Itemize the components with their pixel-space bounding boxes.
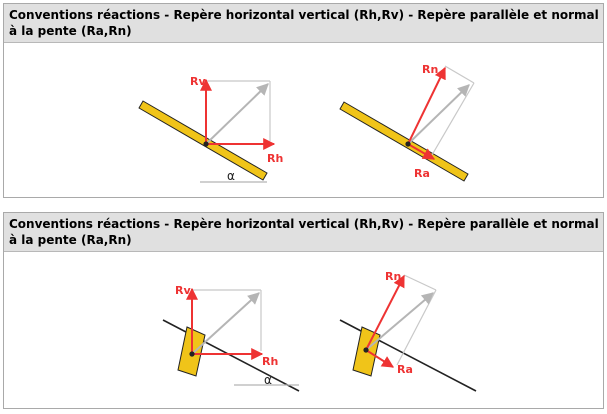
ra-arrow <box>365 349 395 368</box>
ra-label: Ra <box>414 167 430 180</box>
panel-title: Conventions réactions - Repère horizonta… <box>9 217 599 247</box>
diagram-hv-frame: α Rv Rh <box>138 75 283 183</box>
resultant-guide-normal <box>403 274 437 291</box>
resultant-arrow <box>365 292 434 351</box>
inclined-beam <box>138 100 268 181</box>
resultant-guide-parallel <box>396 289 437 366</box>
rn-label: Rn <box>422 63 438 76</box>
panel-beam-conventions: Conventions réactions - Repère horizonta… <box>3 3 604 198</box>
alpha-label: α <box>227 169 235 183</box>
application-point <box>189 351 195 357</box>
panel-body: α Rv Rh Rn Ra <box>4 43 603 197</box>
resultant-guide-normal <box>444 65 475 84</box>
beam-diagram: α Rv Rh Rn Ra <box>138 63 475 183</box>
panel-body: α Rv Rh Rn Ra <box>4 252 603 408</box>
rh-label: Rh <box>262 355 278 368</box>
rh-label: Rh <box>267 152 283 165</box>
resultant-arrow <box>407 84 470 145</box>
application-point <box>405 141 411 147</box>
panel-header: Conventions réactions - Repère horizonta… <box>4 213 603 252</box>
resultant-arrow <box>191 292 260 355</box>
resultant-guide-parallel <box>431 82 475 156</box>
rv-label: Rv <box>175 284 191 297</box>
column-diagram: α Rv Rh Rn Ra <box>162 270 477 392</box>
rn-arrow <box>365 274 405 351</box>
ra-label: Ra <box>397 363 413 376</box>
diagram-slope-frame: Rn Ra <box>339 270 477 392</box>
rn-arrow <box>407 66 446 145</box>
application-point <box>203 141 209 147</box>
application-point <box>363 347 369 353</box>
panel-title: Conventions réactions - Repère horizonta… <box>9 8 599 38</box>
panel-column-conventions: Conventions réactions - Repère horizonta… <box>3 212 604 409</box>
inclined-beam <box>339 101 469 182</box>
ra-arrow <box>407 143 436 160</box>
diagram-hv-frame: α Rv Rh <box>162 284 300 392</box>
diagram-slope-frame: Rn Ra <box>339 63 475 182</box>
panel-header: Conventions réactions - Repère horizonta… <box>4 4 603 43</box>
resultant-arrow <box>205 83 269 145</box>
rn-label: Rn <box>385 270 401 283</box>
rv-label: Rv <box>190 75 206 88</box>
alpha-label: α <box>264 373 272 387</box>
